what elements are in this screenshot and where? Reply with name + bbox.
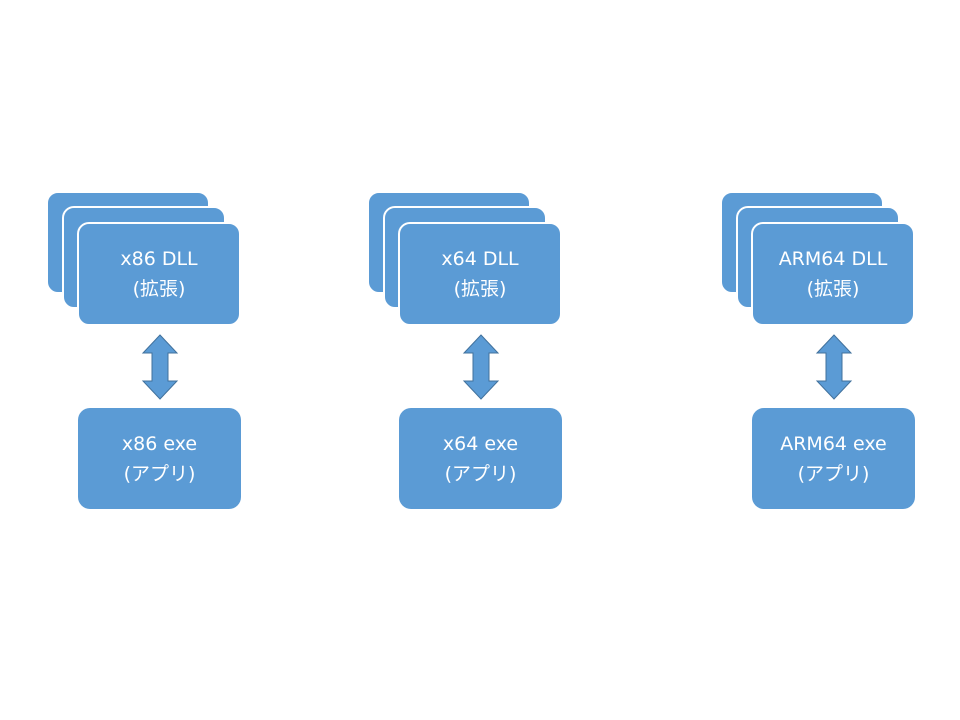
arm64-exe-label: ARM64 exe — [780, 432, 887, 455]
x86-dll-box: x86 DLL (拡張) — [77, 222, 241, 326]
arm64-exe-box: ARM64 exe (アプリ) — [752, 408, 915, 509]
x86-dll-sublabel: (拡張) — [132, 278, 186, 300]
x64-exe-sublabel: (アプリ) — [444, 462, 517, 485]
x64-dll-box: x64 DLL (拡張) — [398, 222, 562, 326]
up-down-arrow-icon — [815, 334, 853, 400]
x64-exe-label: x64 exe — [442, 432, 519, 455]
x86-exe-label: x86 exe — [121, 432, 198, 455]
up-down-arrow-icon — [462, 334, 500, 400]
x64-dll-sublabel: (拡張) — [453, 278, 507, 300]
arm64-exe-sublabel: (アプリ) — [797, 462, 870, 485]
x64-dll-label: x64 DLL — [441, 248, 519, 270]
arm64-group: ARM64 DLL (拡張) ARM64 exe (アプリ) — [720, 0, 920, 720]
x64-group: x64 DLL (拡張) x64 exe (アプリ) — [367, 0, 567, 720]
x86-exe-sublabel: (アプリ) — [123, 462, 196, 485]
up-down-arrow-icon — [141, 334, 179, 400]
x86-group: x86 DLL (拡張) x86 exe (アプリ) — [46, 0, 246, 720]
arm64-dll-box: ARM64 DLL (拡張) — [751, 222, 915, 326]
x86-exe-box: x86 exe (アプリ) — [78, 408, 241, 509]
arm64-dll-sublabel: (拡張) — [806, 278, 860, 300]
x64-exe-box: x64 exe (アプリ) — [399, 408, 562, 509]
x86-dll-label: x86 DLL — [120, 248, 198, 270]
arm64-dll-label: ARM64 DLL — [778, 248, 888, 270]
